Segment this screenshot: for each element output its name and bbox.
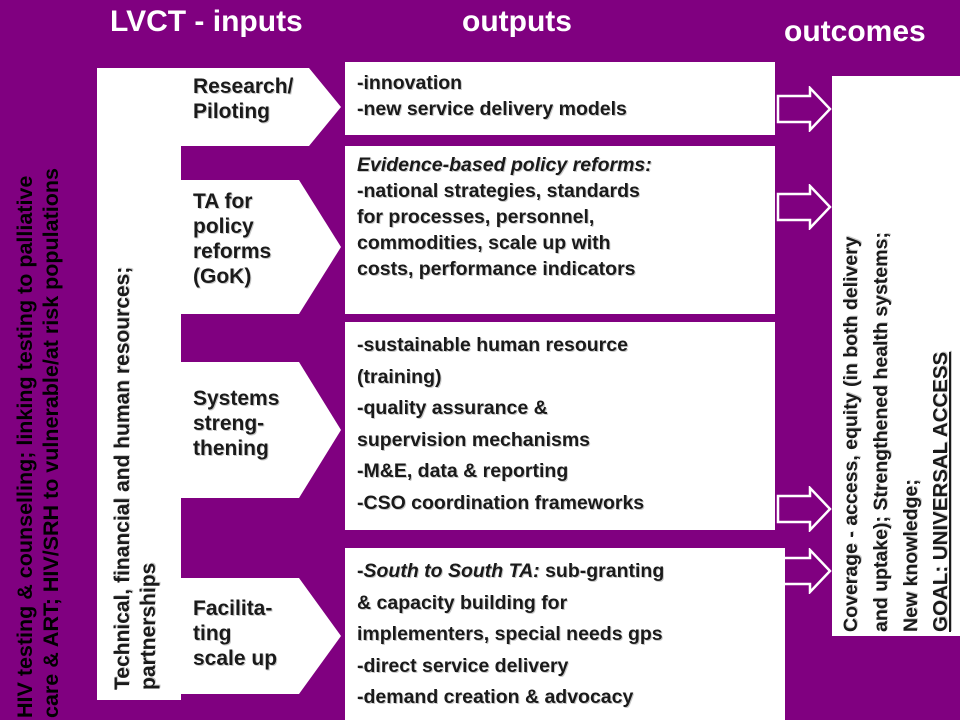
output-box-policy [345, 146, 775, 314]
outcomes-line-1: Coverage - access, equity (in both deliv… [840, 236, 862, 632]
output-scale-line-1: -South to South TA: sub-granting [357, 556, 664, 588]
output-scale-line-2: & capacity building for [357, 591, 568, 614]
activity-ta-line-4: (GoK) [193, 265, 252, 288]
activity-systems-line-2: streng- [193, 412, 265, 435]
output-policy-line-1: Evidence-based policy reforms: [357, 154, 652, 176]
activity-systems-line-3: thening [193, 437, 269, 460]
arrow-icon [776, 486, 832, 532]
left-caption-line-1: HIV testing & counselling; linking testi… [13, 175, 37, 718]
header-inputs: LVCT - inputs [110, 5, 303, 38]
activity-research-line-2: Piloting [193, 100, 270, 123]
output-box-scale-up [345, 548, 785, 720]
header-outputs: outputs [462, 5, 572, 38]
output-systems-line-4: supervision mechanisms [357, 428, 591, 451]
output-innovation-line-2: -new service delivery models [357, 98, 627, 120]
output-text-policy: Evidence-based policy reforms: -national… [357, 152, 652, 282]
activity-ta-line-3: reforms [193, 240, 272, 263]
activity-ta-line-2: policy [193, 215, 254, 238]
activity-facilitating-line-3: scale up [193, 647, 278, 670]
activity-facilitating-line-2: ting [193, 622, 232, 645]
output-text-scale-up: -South to South TA: sub-granting & capac… [357, 556, 664, 714]
outcomes-line-2: and uptake); Strengthened health systems… [870, 232, 892, 632]
activity-facilitating-scale-up [181, 578, 341, 694]
output-text-systems: -sustainable human resource (training) -… [357, 330, 644, 519]
output-innovation-line-1: -innovation [357, 72, 463, 94]
output-scale-line-5: -demand creation & advocacy [357, 686, 634, 708]
output-systems-line-6: -CSO coordination frameworks [357, 491, 645, 514]
pentagon-shape [181, 180, 341, 314]
output-policy-line-5: costs, performance indicators [357, 258, 636, 280]
arrow-icon [776, 548, 832, 594]
south-rest: sub-granting [539, 560, 665, 582]
output-scale-line-4: -direct service delivery [357, 654, 569, 677]
activity-label-ta-policy: TA for policy reforms (GoK) [193, 189, 271, 289]
inputs-box-text: Technical, financial and human resources… [110, 90, 162, 690]
activity-label-research: Research/ Piloting [193, 74, 293, 124]
activity-facilitating-line-1: Facilita- [193, 597, 273, 620]
activity-label-systems: Systems streng- thening [193, 386, 279, 461]
output-policy-line-2: -national strategies, standards [357, 180, 640, 202]
inputs-line-1: Technical, financial and human resources… [111, 266, 134, 690]
south-to-south-label: South to South TA: [363, 560, 540, 582]
left-caption-line-2: care & ART; HIV/SRH to vulnerable/at ris… [39, 168, 63, 718]
pentagon-shape [181, 68, 341, 146]
arrow-icon [776, 86, 832, 132]
output-box-innovation [345, 62, 775, 135]
output-systems-line-1: -sustainable human resource [357, 334, 628, 356]
output-systems-line-2: (training) [357, 365, 442, 388]
output-systems-line-3: -quality assurance & [357, 397, 548, 419]
pentagon-shape [181, 578, 341, 694]
goal-universal-access: GOAL: UNIVERSAL ACCESS [929, 351, 952, 632]
output-scale-line-3: implementers, special needs gps [357, 623, 663, 645]
activity-ta-policy [181, 180, 341, 314]
pentagon-shape [181, 362, 341, 498]
outcomes-text: Coverage - access, equity (in both deliv… [836, 77, 956, 632]
left-vertical-caption: HIV testing & counselling; linking testi… [12, 28, 64, 718]
outcomes-line-3: New knowledge; [900, 479, 922, 632]
output-policy-line-4: commodities, scale up with [357, 232, 611, 254]
arrow-icon [776, 184, 832, 230]
output-policy-line-3: for processes, personnel, [357, 206, 595, 228]
output-text-innovation: -innovation -new service delivery models [357, 70, 627, 122]
header-outcomes: outcomes [784, 15, 926, 48]
output-systems-line-5: -M&E, data & reporting [357, 460, 569, 482]
activity-ta-line-1: TA for [193, 190, 253, 213]
activity-label-facilitating: Facilita- ting scale up [193, 596, 277, 671]
activity-systems-strengthening [181, 362, 341, 498]
activity-systems-line-1: Systems [193, 387, 280, 410]
output-box-systems [345, 322, 775, 530]
outcomes-box [832, 76, 960, 636]
activity-research-piloting [181, 68, 341, 146]
activity-research-line-1: Research/ [193, 75, 294, 98]
south-prefix: - [357, 560, 364, 582]
inputs-box [97, 68, 181, 700]
inputs-line-2: partnerships [137, 562, 160, 690]
